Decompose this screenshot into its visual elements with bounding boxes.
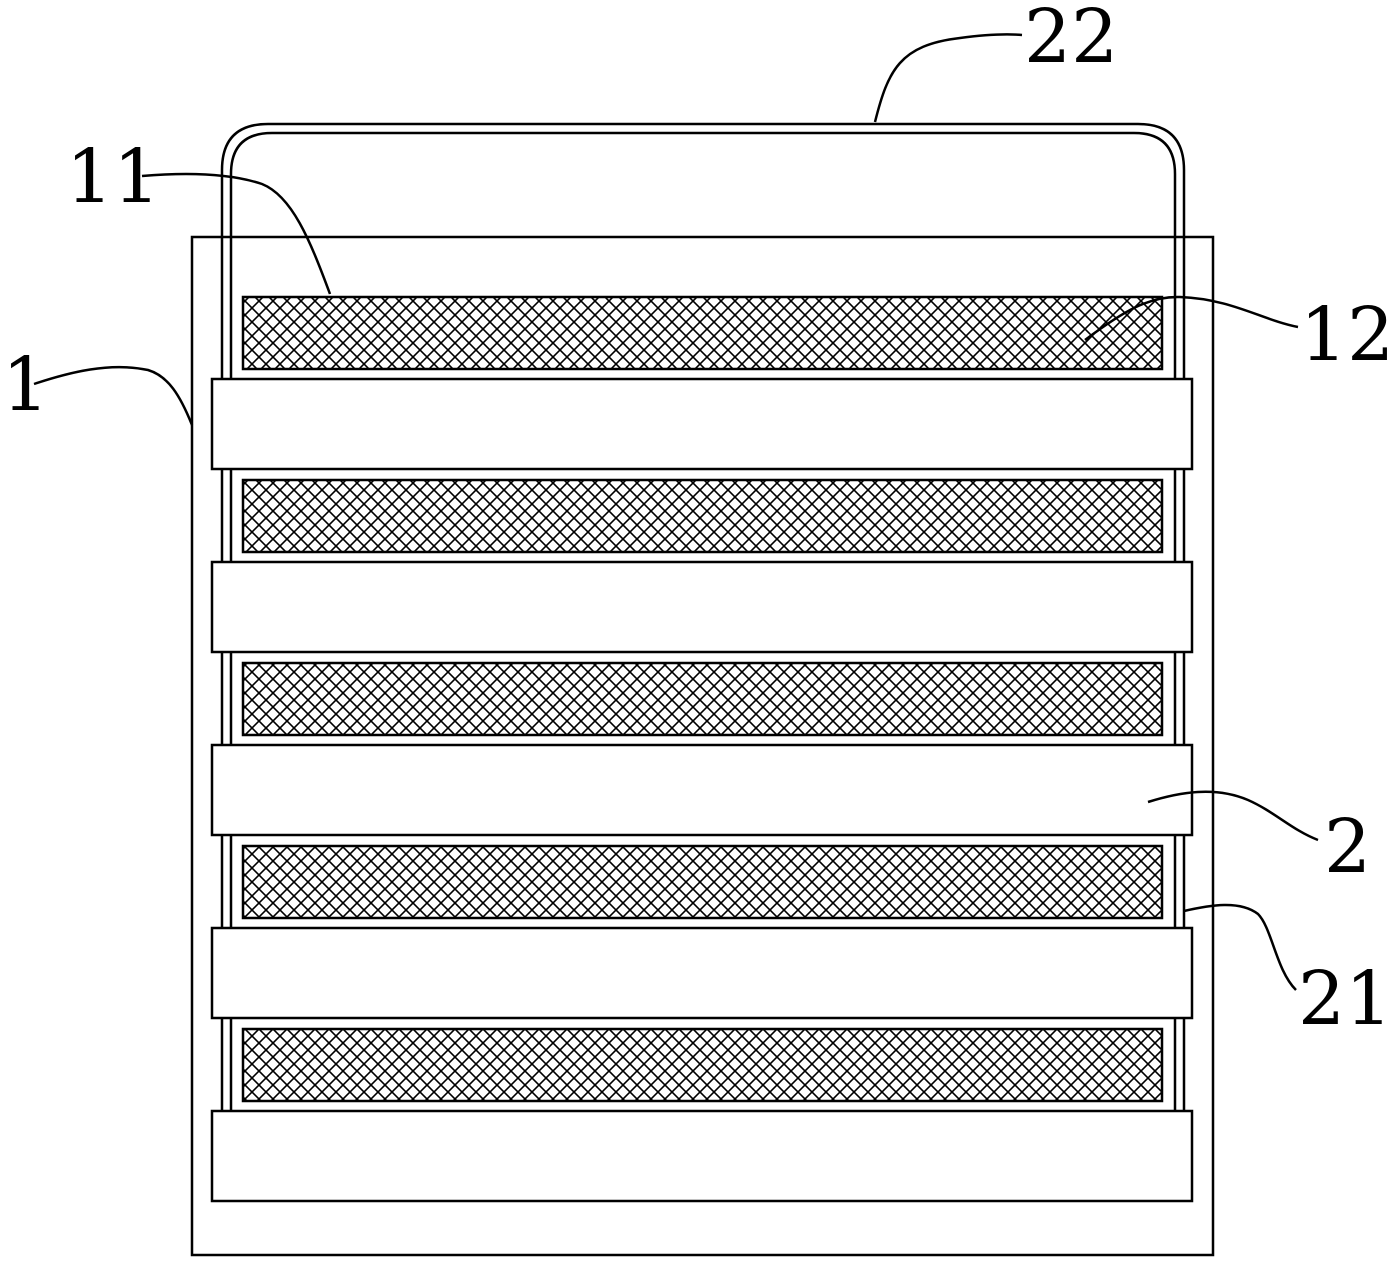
leader-line-11: [141, 172, 332, 295]
label-21: 21: [1298, 956, 1389, 1042]
mesh-panel: [241, 1027, 1164, 1103]
mesh-panel: [241, 844, 1164, 920]
leader-line-21: [1183, 903, 1297, 991]
slats: [210, 377, 1194, 1203]
leader-line-1: [33, 365, 194, 426]
slat: [210, 926, 1194, 1020]
leader-line-12: [1084, 295, 1299, 342]
mesh-panel: [241, 295, 1164, 371]
label-1: 1: [2, 342, 49, 428]
slat: [210, 560, 1194, 654]
leader-line-22: [873, 33, 1023, 123]
mesh-panel: [241, 661, 1164, 737]
slat: [210, 1109, 1194, 1203]
slat: [210, 743, 1194, 837]
mesh-panel: [241, 478, 1164, 554]
label-12: 12: [1300, 292, 1389, 378]
label-11: 11: [66, 134, 160, 220]
label-22: 22: [1024, 0, 1118, 80]
outer-frame: [190, 235, 1215, 1257]
leader-line-2: [1147, 790, 1319, 842]
slat: [210, 377, 1194, 471]
label-2: 2: [1324, 804, 1371, 890]
handle-inner: [229, 131, 1177, 1112]
mesh-panels: [241, 295, 1164, 1103]
handle-outer: [220, 122, 1186, 1112]
